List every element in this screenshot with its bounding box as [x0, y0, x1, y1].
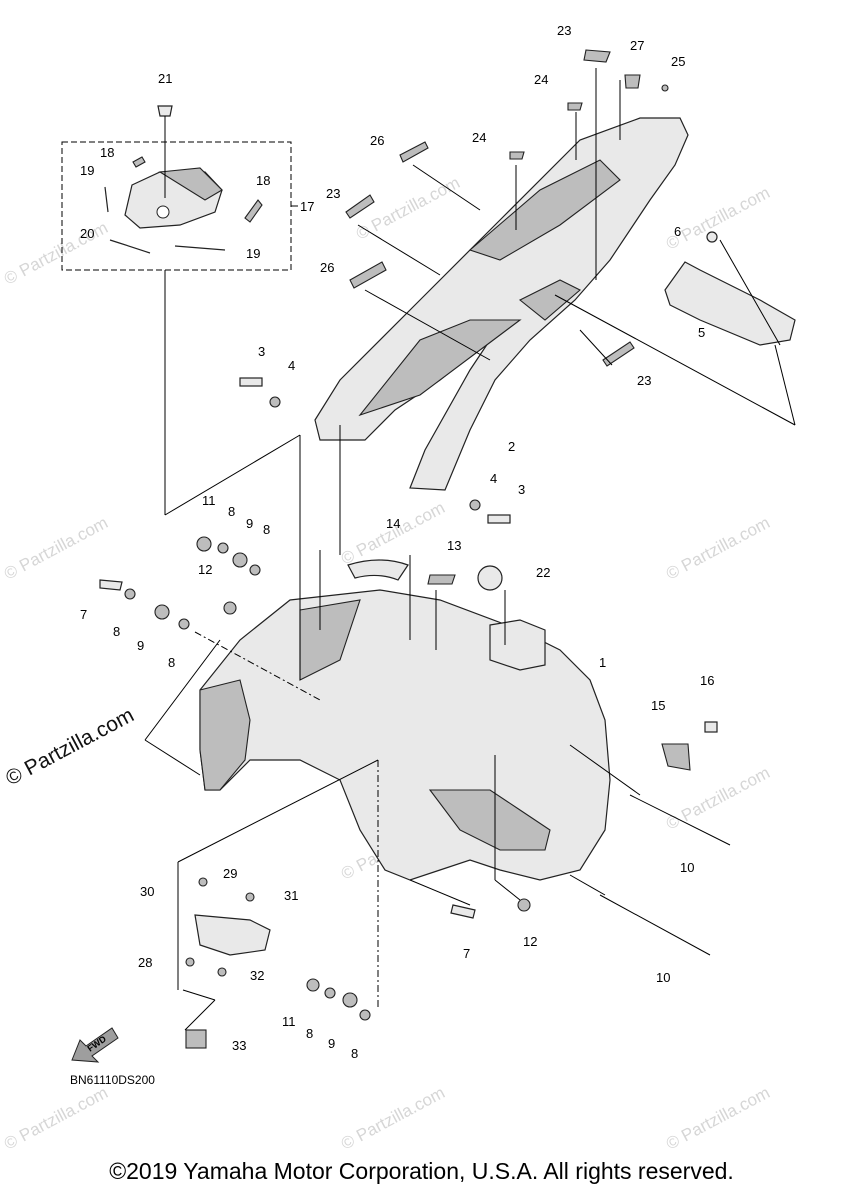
callout-22: 22 [536, 565, 550, 580]
callout-6: 6 [674, 224, 681, 239]
watermark: © Partzilla.com [1, 513, 111, 584]
callout-28: 28 [138, 955, 152, 970]
callout-9: 9 [137, 638, 144, 653]
callout-8: 8 [228, 504, 235, 519]
hardware [99, 49, 731, 1049]
callout-20: 20 [80, 226, 94, 241]
callout-33: 33 [232, 1038, 246, 1053]
callout-5: 5 [698, 325, 705, 340]
callout-11: 11 [202, 493, 216, 508]
callout-8: 8 [306, 1026, 313, 1041]
watermark: © Partzilla.com [663, 1083, 773, 1154]
callouts: 1 2 3 3 4 4 5 6 7 7 8 8 8 8 8 8 9 9 9 10… [80, 23, 714, 1061]
callout-4: 4 [490, 471, 497, 486]
callout-8: 8 [351, 1046, 358, 1061]
callout-29: 29 [223, 866, 237, 881]
callout-25: 25 [671, 54, 685, 69]
callout-9: 9 [246, 516, 253, 531]
callout-2: 2 [508, 439, 515, 454]
callout-30: 30 [140, 884, 154, 899]
watermark: © Partzilla.com [353, 173, 463, 244]
callout-8: 8 [113, 624, 120, 639]
leader-lines [144, 68, 796, 1031]
callout-24: 24 [472, 130, 486, 145]
main-frame [199, 589, 611, 881]
callout-16: 16 [700, 673, 714, 688]
callout-12: 12 [523, 934, 537, 949]
callout-14: 14 [386, 516, 400, 531]
callout-31: 31 [284, 888, 298, 903]
callout-11: 11 [282, 1014, 296, 1029]
callout-10: 10 [656, 970, 670, 985]
callout-17: 17 [300, 199, 314, 214]
watermark: © Partzilla.com [1, 218, 111, 289]
callout-27: 27 [630, 38, 644, 53]
callout-18: 18 [256, 173, 270, 188]
callout-23: 23 [557, 23, 571, 38]
callout-3: 3 [258, 344, 265, 359]
callout-15: 15 [651, 698, 665, 713]
callout-4: 4 [288, 358, 295, 373]
callout-13: 13 [447, 538, 461, 553]
watermark: © Partzilla.com [663, 183, 773, 254]
watermark: © Partzilla.com [1, 1083, 111, 1154]
callout-24: 24 [534, 72, 548, 87]
watermark: © Partzilla.com [338, 1083, 448, 1154]
callout-19: 19 [80, 163, 94, 178]
diagram-code: BN61110DS200 [70, 1073, 155, 1087]
callout-1: 1 [599, 655, 606, 670]
callout-19: 19 [246, 246, 260, 261]
rear-subframe [314, 117, 689, 491]
callout-21: 21 [158, 71, 172, 86]
callout-3: 3 [518, 482, 525, 497]
callout-8: 8 [263, 522, 270, 537]
callout-23: 23 [637, 373, 651, 388]
callout-9: 9 [328, 1036, 335, 1051]
watermark: © Partzilla.com [663, 763, 773, 834]
callout-8: 8 [168, 655, 175, 670]
callout-26: 26 [320, 260, 334, 275]
seat-pad-assembly [104, 105, 263, 254]
callout-12: 12 [198, 562, 212, 577]
copyright-notice: ©2019 Yamaha Motor Corporation, U.S.A. A… [109, 1158, 734, 1184]
callout-32: 32 [250, 968, 264, 983]
watermark: © Partzilla.com [338, 498, 448, 569]
callout-7: 7 [80, 607, 87, 622]
callout-18: 18 [100, 145, 114, 160]
rail-bracket [664, 261, 796, 346]
forward-arrow-icon: FWD [71, 1027, 119, 1063]
callout-23: 23 [326, 186, 340, 201]
callout-26: 26 [370, 133, 384, 148]
callout-7: 7 [463, 946, 470, 961]
watermark: © Partzilla.com [663, 513, 773, 584]
callout-10: 10 [680, 860, 694, 875]
